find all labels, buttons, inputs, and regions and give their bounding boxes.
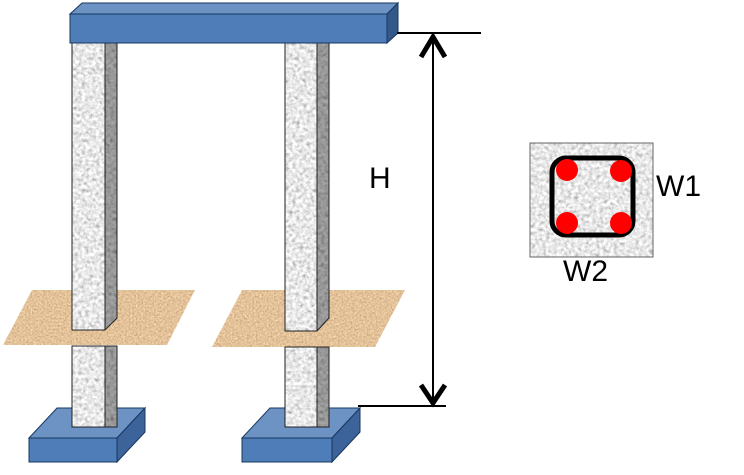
rebar-dot: [556, 159, 578, 181]
rebar-dot: [610, 160, 632, 182]
rebar-dot: [556, 212, 578, 234]
section-concrete-outline: [529, 142, 654, 258]
column-right-lower-side-shade: [317, 347, 329, 427]
section-width2-label: W2: [563, 255, 608, 288]
column-right-upper-concrete: [285, 43, 329, 331]
beam-front-face: [69, 13, 388, 44]
beam-top-face: [68, 2, 400, 15]
column-right-lower-concrete: [285, 347, 329, 427]
footing-right-front-face: [241, 437, 333, 463]
dim-arrow-up-icon: [418, 32, 448, 59]
height-label: H: [369, 162, 391, 195]
column-left-upper-concrete: [72, 43, 117, 330]
column-left-lower-concrete: [72, 346, 117, 427]
column-left-upper-side-shade: [105, 43, 117, 330]
column-left-lower-side-shade: [105, 346, 117, 427]
section-width1-label: W1: [656, 170, 701, 203]
column-left-lower-outline: [71, 345, 118, 428]
beam: [68, 1, 400, 45]
height-dimension: [358, 32, 481, 408]
column-left: [71, 42, 118, 428]
rebar-dot: [610, 212, 632, 234]
column-right-upper-side-shade: [317, 43, 329, 331]
stirrup-tie: [549, 155, 636, 238]
column-right: [284, 42, 330, 428]
column-right-lower-outline: [284, 346, 330, 428]
dim-arrow-down-icon: [418, 383, 448, 408]
footing-left-front-face: [28, 437, 118, 463]
column-cross-section: [529, 142, 654, 258]
